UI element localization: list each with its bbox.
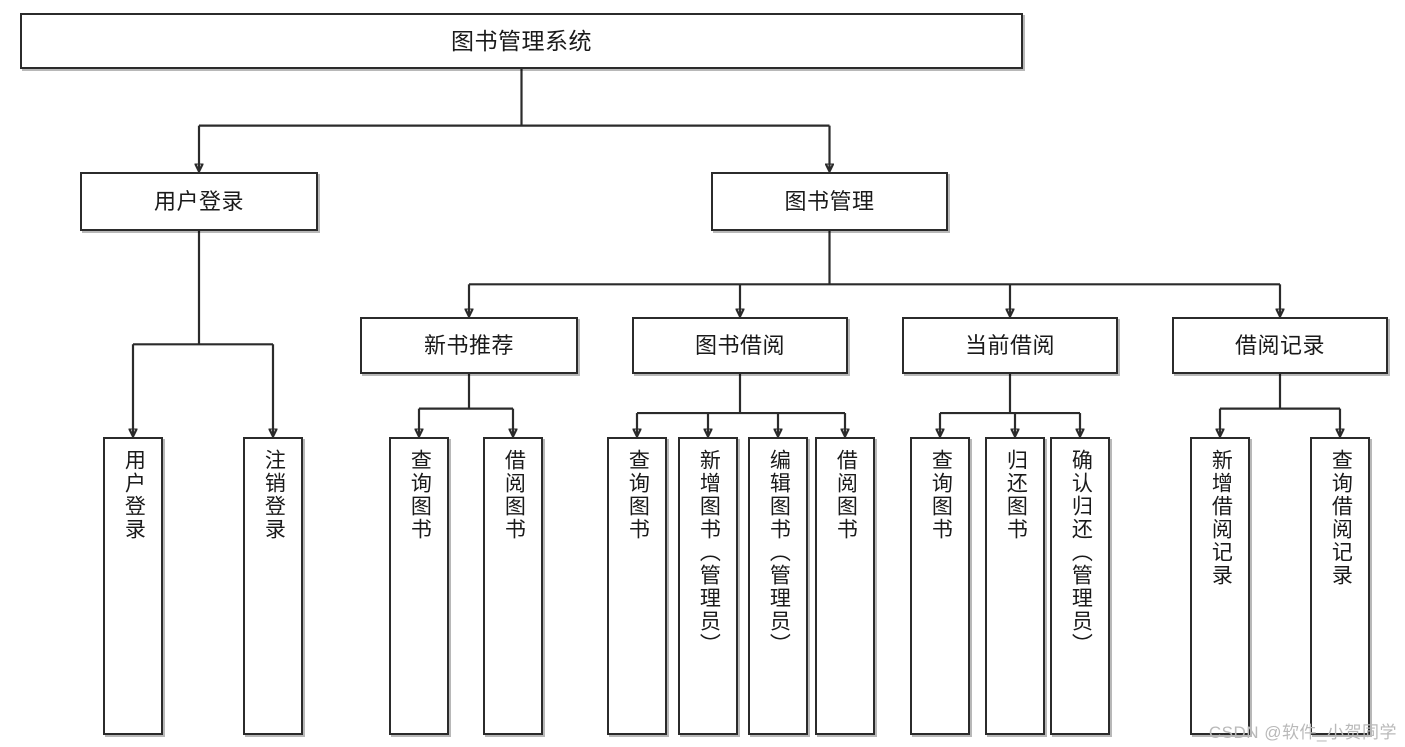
leaf-borrow-book-2[interactable]: 借阅图书 [815, 437, 875, 735]
node-new-book-recommend[interactable]: 新书推荐 [360, 317, 578, 374]
leaf-borrow-book-1-label: 借阅图书 [502, 449, 526, 541]
node-user-login-label: 用户登录 [153, 188, 244, 214]
leaf-confirm-return[interactable]: 确认归还（管理员） [1050, 437, 1110, 735]
leaf-query-borrow-record[interactable]: 查询借阅记录 [1310, 437, 1370, 735]
leaf-return-book-label: 归还图书 [1004, 449, 1028, 541]
leaf-query-book-2[interactable]: 查询图书 [607, 437, 667, 735]
node-borrow-record[interactable]: 借阅记录 [1172, 317, 1388, 374]
node-book-management[interactable]: 图书管理 [711, 172, 948, 231]
leaf-query-book-3-label: 查询图书 [929, 449, 953, 541]
leaf-return-book[interactable]: 归还图书 [985, 437, 1045, 735]
node-root[interactable]: 图书管理系统 [20, 13, 1023, 69]
node-current-borrow-label: 当前借阅 [964, 332, 1055, 358]
leaf-add-book-label: 新增图书（管理员） [697, 449, 721, 656]
node-book-borrow-label: 图书借阅 [694, 332, 785, 358]
watermark: CSDN @软件_小贺同学 [1208, 723, 1397, 742]
leaf-add-book[interactable]: 新增图书（管理员） [678, 437, 738, 735]
leaf-edit-book[interactable]: 编辑图书（管理员） [748, 437, 808, 735]
node-root-label: 图书管理系统 [451, 27, 592, 54]
node-book-borrow[interactable]: 图书借阅 [632, 317, 848, 374]
leaf-logout[interactable]: 注销登录 [243, 437, 303, 735]
leaf-query-borrow-record-label: 查询借阅记录 [1329, 449, 1353, 587]
node-new-book-recommend-label: 新书推荐 [423, 332, 514, 358]
leaf-query-book-1[interactable]: 查询图书 [389, 437, 449, 735]
leaf-user-login-label: 用户登录 [122, 449, 146, 541]
leaf-query-book-2-label: 查询图书 [626, 449, 650, 541]
leaf-borrow-book-1[interactable]: 借阅图书 [483, 437, 543, 735]
leaf-logout-label: 注销登录 [262, 449, 286, 541]
leaf-query-book-3[interactable]: 查询图书 [910, 437, 970, 735]
leaf-confirm-return-label: 确认归还（管理员） [1069, 449, 1093, 656]
leaf-add-borrow-record[interactable]: 新增借阅记录 [1190, 437, 1250, 735]
node-user-login[interactable]: 用户登录 [80, 172, 318, 231]
node-borrow-record-label: 借阅记录 [1234, 332, 1325, 358]
leaf-add-borrow-record-label: 新增借阅记录 [1209, 449, 1233, 587]
node-book-management-label: 图书管理 [784, 188, 875, 214]
node-current-borrow[interactable]: 当前借阅 [902, 317, 1118, 374]
leaf-user-login[interactable]: 用户登录 [103, 437, 163, 735]
leaf-borrow-book-2-label: 借阅图书 [834, 449, 858, 541]
leaf-query-book-1-label: 查询图书 [408, 449, 432, 541]
leaf-edit-book-label: 编辑图书（管理员） [767, 449, 791, 656]
